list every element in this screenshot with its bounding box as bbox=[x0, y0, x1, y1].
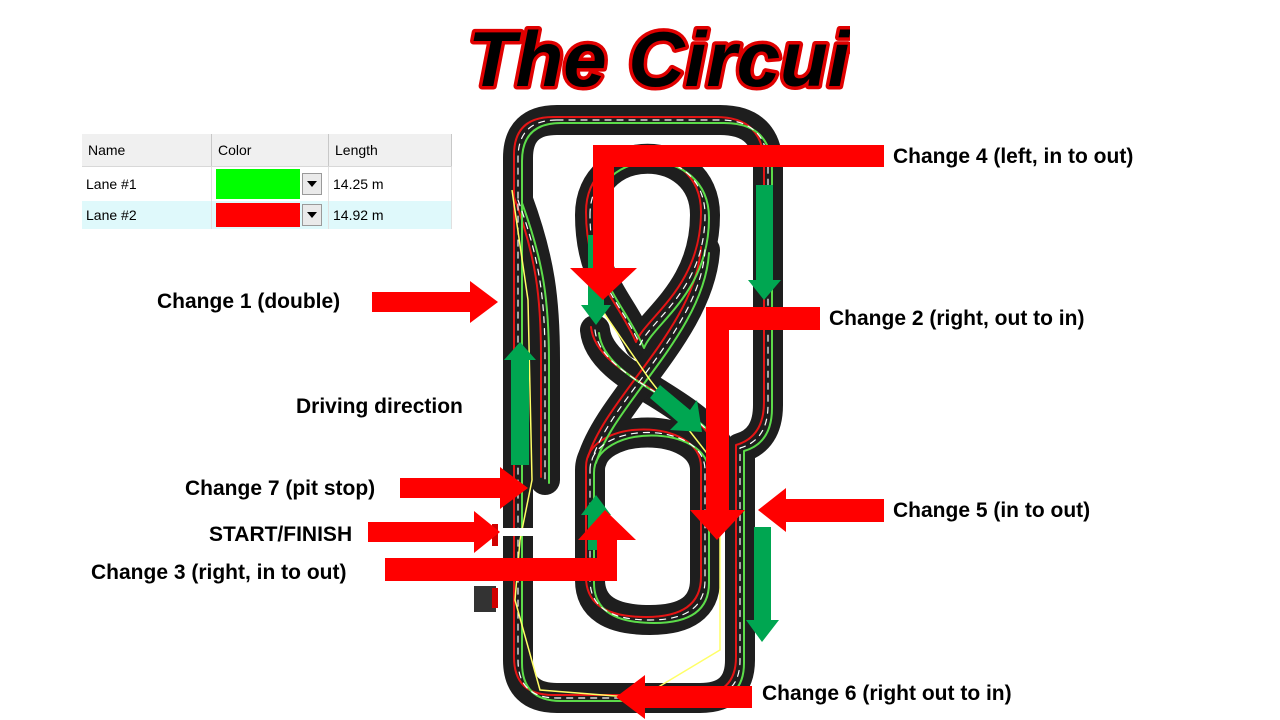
direction-arrow-icon bbox=[650, 385, 702, 432]
lane-length: 14.25 m bbox=[328, 166, 452, 201]
chevron-down-icon bbox=[307, 212, 317, 218]
lane-color-swatch[interactable] bbox=[216, 203, 300, 227]
lane-table-header: Name Color Length bbox=[82, 134, 452, 167]
change5-arrow bbox=[758, 488, 884, 532]
table-row: Lane #2 14.92 m bbox=[82, 201, 452, 229]
lane-color-cell bbox=[211, 166, 329, 201]
pit-marker bbox=[492, 588, 498, 608]
header-length: Length bbox=[328, 134, 452, 167]
driving-direction-label: Driving direction bbox=[296, 395, 463, 418]
guide-line bbox=[511, 189, 721, 699]
start-finish-arrow bbox=[368, 511, 500, 553]
title-text: The Circuit bbox=[468, 15, 850, 100]
change4-arrow bbox=[570, 145, 884, 300]
start-finish-label: START/FINISH bbox=[209, 523, 353, 546]
direction-arrow-icon bbox=[748, 185, 781, 300]
color-dropdown-button[interactable] bbox=[302, 173, 322, 195]
change3-label: Change 3 (right, in to out) bbox=[91, 561, 347, 584]
pit-box bbox=[474, 586, 496, 612]
chevron-down-icon bbox=[307, 181, 317, 187]
lane-name: Lane #2 bbox=[82, 201, 212, 229]
change7-arrow bbox=[400, 467, 528, 509]
direction-arrow-icon bbox=[746, 527, 779, 642]
change6-arrow bbox=[616, 675, 752, 719]
change5-label: Change 5 (in to out) bbox=[893, 499, 1091, 522]
lane-table: Name Color Length Lane #1 14.25 m Lane #… bbox=[82, 134, 452, 229]
direction-arrow-icon bbox=[504, 342, 536, 465]
lane-length: 14.92 m bbox=[328, 201, 452, 229]
change4-label: Change 4 (left, in to out) bbox=[893, 145, 1134, 168]
change3-arrow bbox=[385, 510, 636, 581]
lane-color-swatch[interactable] bbox=[216, 169, 300, 199]
change7-label: Change 7 (pit stop) bbox=[185, 477, 376, 500]
color-dropdown-button[interactable] bbox=[302, 204, 322, 226]
change1-label: Change 1 (double) bbox=[157, 290, 341, 313]
lane-color-cell bbox=[211, 201, 329, 229]
change1-arrow bbox=[372, 281, 498, 323]
title-outline: The Circuit bbox=[468, 15, 850, 100]
change6-label: Change 6 (right out to in) bbox=[762, 682, 1012, 705]
circuit-title-logo: The Circuit The Circuit bbox=[465, 14, 851, 100]
header-color: Color bbox=[211, 134, 329, 167]
change2-label: Change 2 (right, out to in) bbox=[829, 307, 1085, 330]
header-name: Name bbox=[82, 134, 212, 167]
lane-name: Lane #1 bbox=[82, 166, 212, 201]
table-row: Lane #1 14.25 m bbox=[82, 166, 452, 201]
track-surface bbox=[518, 120, 768, 698]
start-finish-line bbox=[500, 528, 546, 536]
change2-arrow bbox=[690, 307, 820, 540]
